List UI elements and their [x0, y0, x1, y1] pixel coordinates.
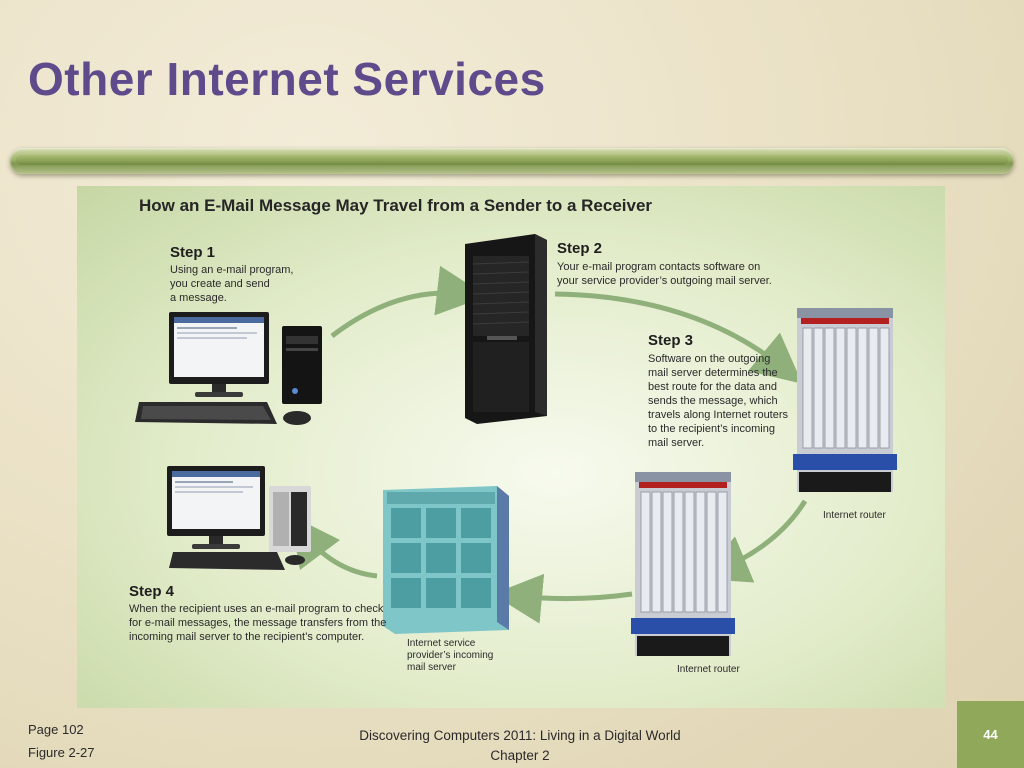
title-divider-bar-inner [16, 155, 1008, 165]
router-top-label: Internet router [823, 510, 886, 521]
figure-artwork [135, 234, 897, 656]
arrow-mailbox-to-computer [289, 515, 378, 579]
page-number: 44 [983, 727, 998, 742]
footer-figure-ref: Figure 2-27 [28, 745, 95, 760]
page-number-badge: 44 [957, 701, 1024, 768]
step4-line: for e-mail messages, the message transfe… [129, 617, 387, 629]
footer-course-line: Discovering Computers 2011: Living in a … [359, 728, 681, 743]
incoming-server-label-line: mail server [407, 662, 456, 673]
title-divider-bar [10, 148, 1014, 174]
email-travel-figure: How an E-Mail Message May Travel from a … [77, 186, 945, 708]
step3-line: mail server determines the [648, 367, 778, 379]
footer-chapter-line: Chapter 2 [490, 748, 550, 763]
figure-title: How an E-Mail Message May Travel from a … [139, 196, 653, 215]
step1-line: a message. [170, 292, 227, 304]
router-top-icon [793, 308, 897, 492]
incoming-server-label-line: Internet service [407, 638, 476, 649]
step4-heading: Step 4 [129, 583, 175, 600]
arrow-server-to-router [554, 291, 803, 384]
step3-line: best route for the data and [648, 381, 778, 393]
step1-description: Using an e-mail program, you create and … [170, 263, 294, 305]
receiver-computer-icon [167, 466, 311, 570]
step1-line: Using an e-mail program, [170, 264, 294, 276]
step2-description: Your e-mail program contacts software on… [557, 260, 772, 288]
router-bottom-label: Internet router [677, 664, 740, 675]
step3-line: Software on the outgoing [648, 353, 771, 365]
incoming-server-label: Internet service provider’s incoming mai… [407, 638, 493, 674]
footer-course-title: Discovering Computers 2011: Living in a … [290, 726, 750, 766]
step2-line: your service provider’s outgoing mail se… [557, 275, 772, 287]
step4-line: When the recipient uses an e-mail progra… [129, 603, 384, 615]
step3-line: sends the message, which [648, 395, 778, 407]
step2-heading: Step 2 [557, 240, 603, 257]
incoming-mail-server-icon [383, 486, 509, 634]
step3-heading: Step 3 [648, 332, 694, 349]
arrow-router-to-mailbox [492, 573, 633, 624]
step1-line: you create and send [170, 278, 270, 290]
arrow-step1-to-server [330, 265, 487, 338]
router-bottom-icon [631, 472, 735, 656]
outgoing-mail-server-icon [465, 234, 547, 424]
footer-page-ref: Page 102 [28, 722, 84, 737]
step3-description: Software on the outgoing mail server det… [648, 352, 788, 450]
step4-line: incoming mail server to the recipient’s … [129, 631, 365, 643]
slide-title: Other Internet Services [28, 53, 546, 105]
step2-line: Your e-mail program contacts software on [557, 261, 761, 273]
sender-computer-icon [135, 312, 322, 425]
incoming-server-label-line: provider’s incoming [407, 650, 494, 661]
step3-line: to the recipient’s incoming [648, 423, 775, 435]
step1-heading: Step 1 [170, 244, 216, 261]
step3-line: mail server. [648, 437, 705, 449]
step4-description: When the recipient uses an e-mail progra… [129, 602, 386, 644]
step3-line: travels along Internet routers [648, 409, 789, 421]
